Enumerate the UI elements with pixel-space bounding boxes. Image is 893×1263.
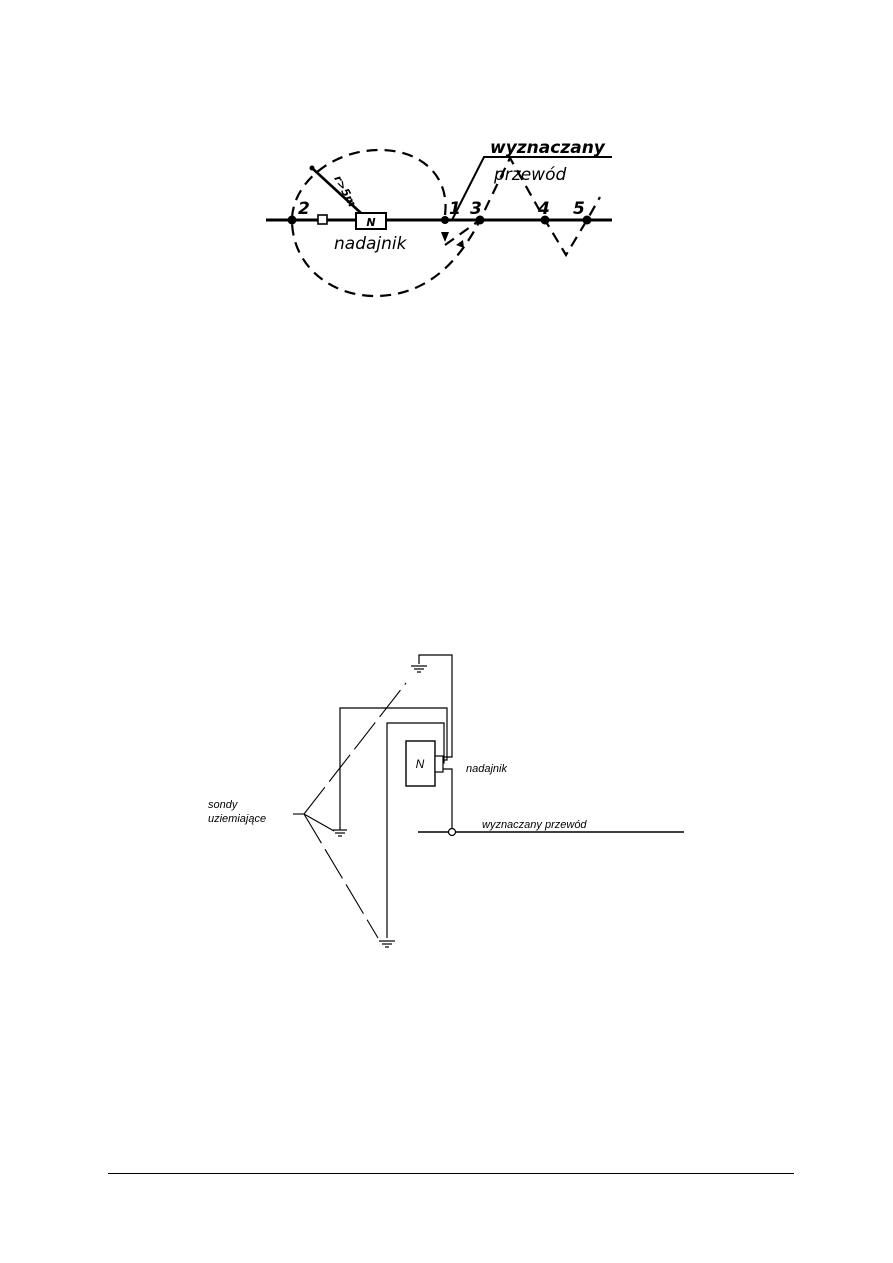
ground-wire-top [418,654,453,758]
point-2-label: 2 [298,199,310,219]
transmitter-box [355,212,387,230]
ground-symbol-top [411,665,427,673]
probe-pointer-top [303,682,407,815]
transmitter-label: nadajnik [334,234,408,254]
wire-label-2: wyznaczany przewód [482,819,587,831]
figure-2-diagram: N nadajnik wyz [208,654,684,948]
wire-connection-point [447,827,457,837]
point-3-dot [475,215,485,225]
transmitter-box-2-letter: N [416,757,425,771]
point-1-dot [441,216,449,224]
point-4-label: 4 [537,199,550,219]
ground-symbol-middle [333,829,347,837]
point-5-label: 5 [573,199,585,219]
probes-label-line1: sondy [208,799,239,811]
loop-arrow-left [441,232,449,242]
ground-wire-middle [339,707,448,830]
dashed-search-loop [290,148,481,298]
point-2-dot [287,215,297,225]
small-square-marker [317,214,328,225]
wire-label-line2: przewód [493,165,566,185]
probes-label-line2: uziemiające [208,813,266,825]
transmitter-label-2: nadajnik [466,763,507,775]
wire-label-line1: wyznaczany [490,138,606,158]
radius-line [311,167,363,215]
figure-1-diagram: N 2 1 3 4 5 r>5m wyznaczany przewód nada… [266,138,612,298]
point-4-dot [540,215,550,225]
point-1-label: 1 [449,199,461,219]
wire-label-leader [451,156,612,221]
footer-divider [108,1173,794,1174]
transmitter-box-letter: N [366,216,375,229]
loop-arrow-right [456,240,464,248]
probe-pointer-middle [303,813,335,832]
ground-symbol-bottom [379,940,395,948]
point-5-dot [582,215,592,225]
probe-pointer-bottom [303,813,379,939]
transmitter-box-2 [405,740,436,787]
transmitter-terminal [434,755,444,773]
radius-start-dot [309,165,315,171]
point-3-label: 3 [470,199,482,219]
wire-connection [443,768,453,828]
ground-wire-bottom [386,722,445,938]
